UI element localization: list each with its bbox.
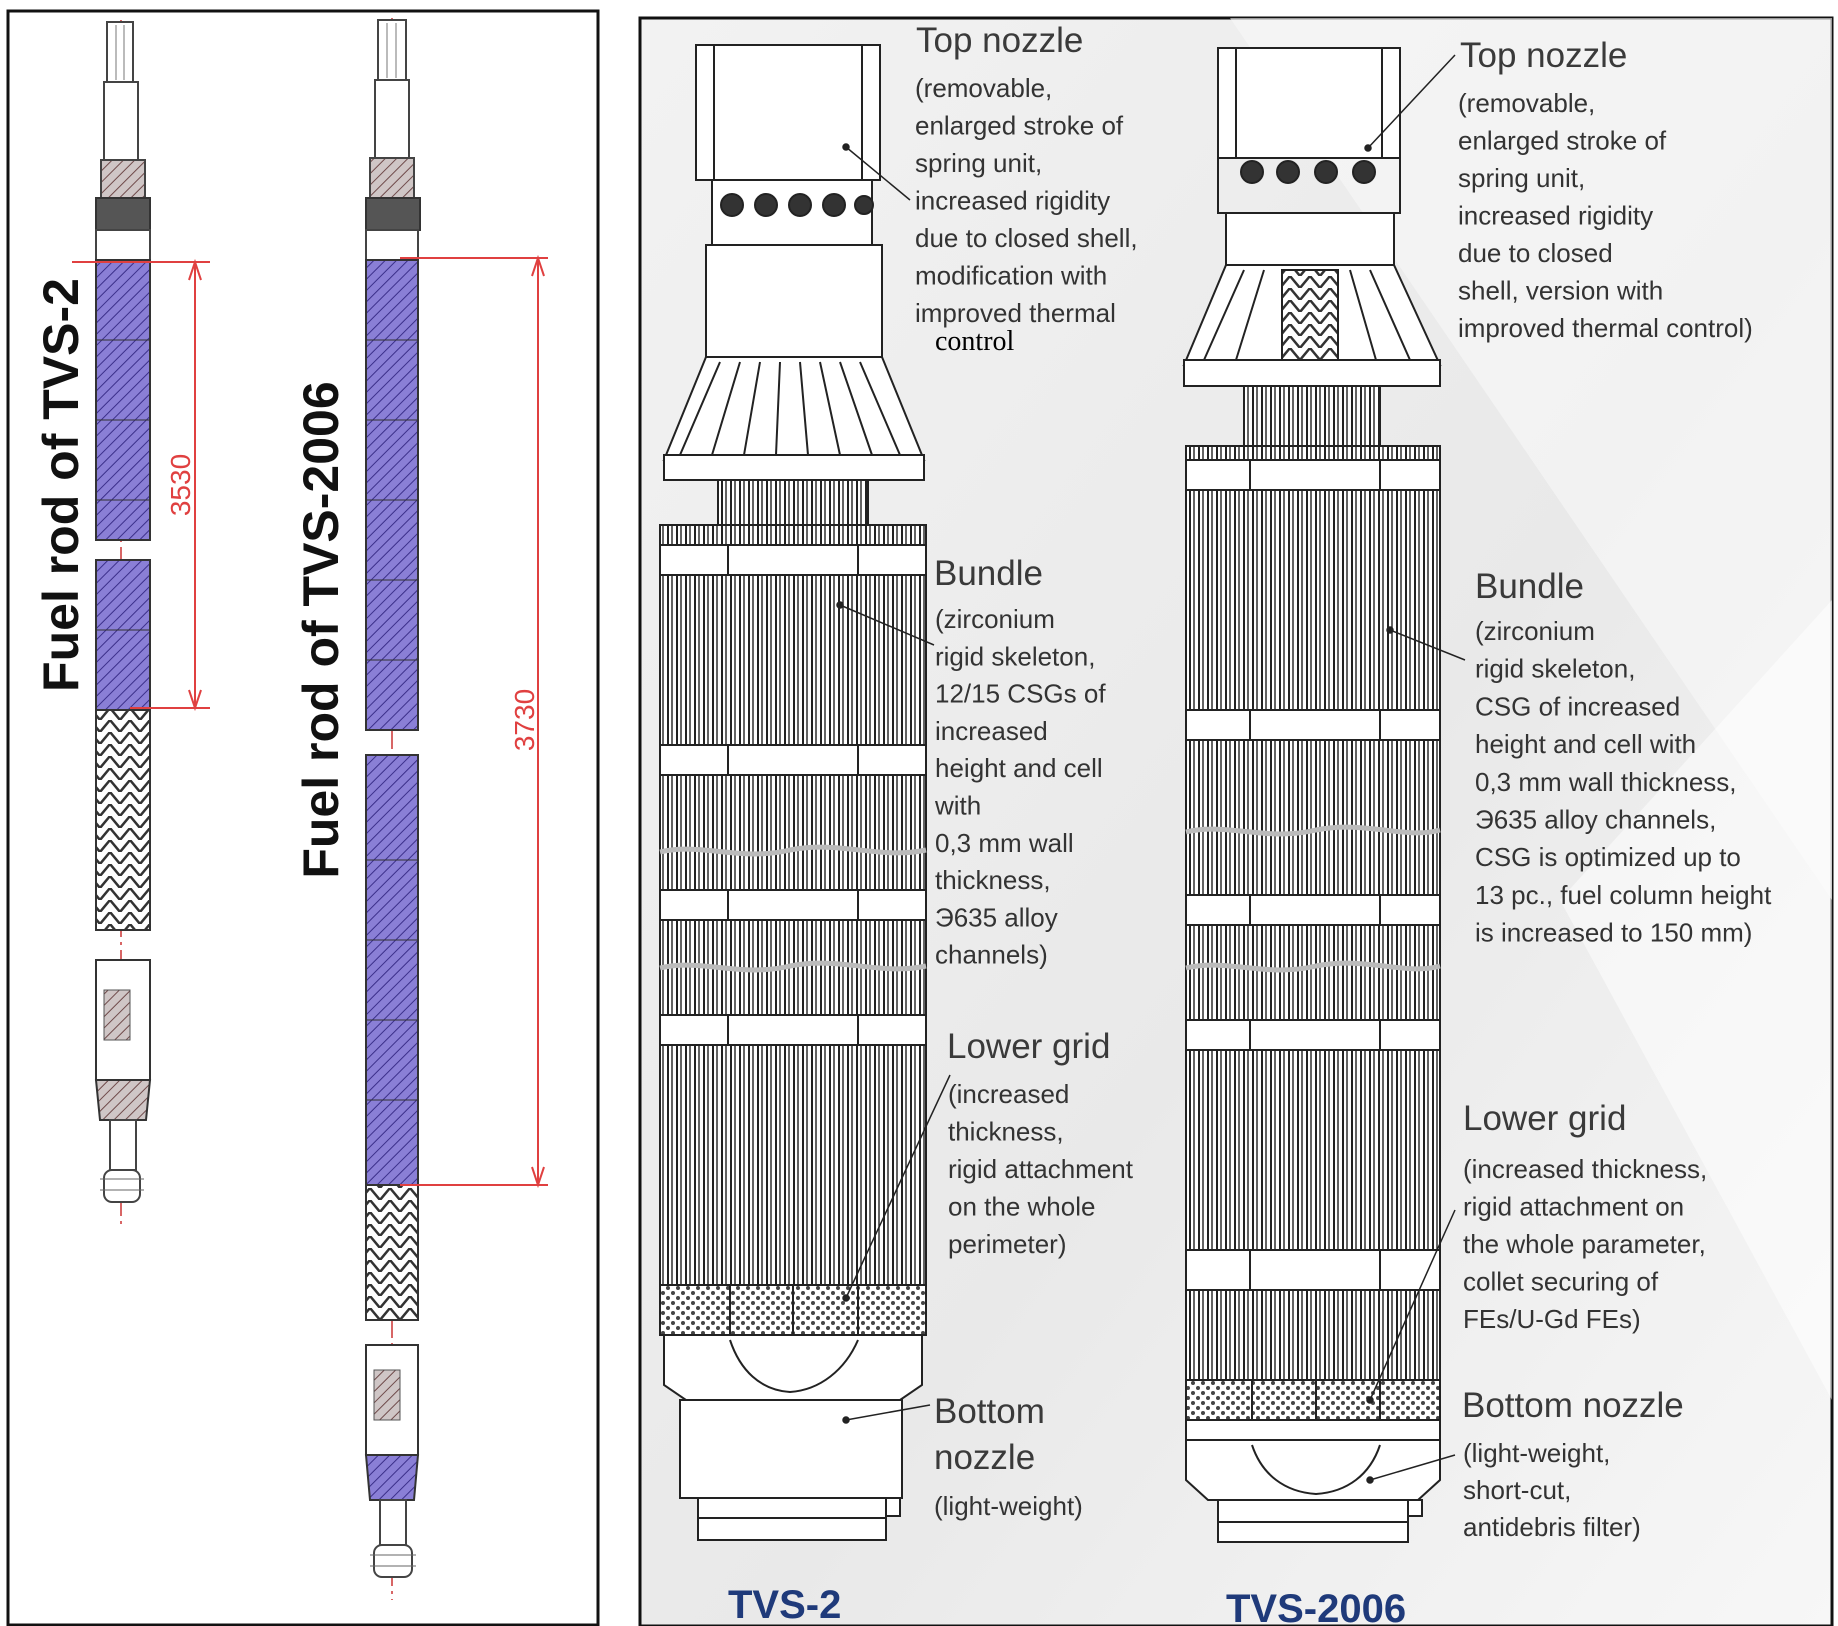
text-line: due to closed <box>1458 238 1613 268</box>
tvs2006-fuel-rod <box>364 18 421 1600</box>
tvs2006-bottom-nozzle-title: Bottom nozzle <box>1462 1386 1684 1425</box>
tvs2006-dimension-line <box>400 254 548 1189</box>
text-line: antidebris filter) <box>1463 1512 1641 1542</box>
text-line: 13 pc., fuel column height <box>1475 880 1772 910</box>
text-line: thickness, <box>948 1117 1064 1147</box>
text-line: with <box>934 791 981 821</box>
tvs2006-lower-grid-desc: (increased thickness, rigid attachment on… <box>1463 1154 1707 1334</box>
text-line: increased rigidity <box>1458 201 1653 231</box>
tvs2-bottom-nozzle-title: Bottom nozzle <box>934 1392 1045 1477</box>
text-line: perimeter) <box>948 1229 1066 1259</box>
text-line: short-cut, <box>1463 1475 1571 1505</box>
text-line: on the whole <box>948 1192 1095 1222</box>
text-line: CSG is optimized up to <box>1475 842 1741 872</box>
tvs2006-rod-title: Fuel rod of TVS-2006 <box>293 381 349 878</box>
text-line: due to closed shell, <box>915 223 1138 253</box>
text-line: 12/15 CSGs of <box>935 679 1106 709</box>
tvs2-assembly <box>659 44 927 1541</box>
text-line: spring unit, <box>1458 163 1585 193</box>
text-line: (removable, <box>915 73 1052 103</box>
tvs2-dimension-value: 3530 <box>165 454 196 516</box>
text-line: (zirconium <box>1475 616 1595 646</box>
tvs2-top-nozzle-desc: (removable, enlarged stroke of spring unit… <box>915 73 1138 328</box>
text-line: 0,3 mm wall <box>935 828 1074 858</box>
text-line: Э635 alloy <box>935 902 1058 932</box>
tvs2006-bundle-title: Bundle <box>1475 567 1584 606</box>
tvs2006-top-nozzle-title: Top nozzle <box>1460 36 1627 75</box>
tvs2-lower-grid-desc: (increased thickness, rigid attachment on t… <box>948 1079 1134 1259</box>
tvs2-rod-title: Fuel rod of TVS-2 <box>33 278 89 692</box>
text-line: Э635 alloy channels, <box>1475 805 1716 835</box>
tvs2-top-nozzle-title: Top nozzle <box>916 21 1083 60</box>
tvs2006-bottom-nozzle-desc: (light-weight, short-cut, antidebris filte… <box>1463 1438 1641 1542</box>
tvs2006-top-nozzle-desc: (removable, enlarged stroke of spring unit… <box>1458 88 1753 343</box>
text-line: rigid attachment on <box>1463 1192 1684 1222</box>
tvs2006-leader-lines <box>1364 54 1466 1484</box>
tvs2-leader-lines <box>836 143 951 1424</box>
text-line: increased <box>935 716 1048 746</box>
text-line: 0,3 mm wall thickness, <box>1475 767 1737 797</box>
text-line: the whole parameter, <box>1463 1229 1706 1259</box>
text-line: channels) <box>935 940 1048 970</box>
tvs2006-assembly <box>1182 47 1442 1543</box>
text-line: (zirconium <box>935 604 1055 634</box>
text-line: rigid attachment <box>948 1154 1134 1184</box>
text-line: spring unit, <box>915 148 1042 178</box>
text-line: height and cell <box>935 753 1103 783</box>
text-line: increased rigidity <box>915 186 1110 216</box>
tvs2006-lower-grid-title: Lower grid <box>1463 1099 1626 1138</box>
tvs2006-name: TVS-2006 <box>1226 1587 1406 1626</box>
tvs2-name: TVS-2 <box>728 1583 841 1626</box>
tvs2-bundle-title: Bundle <box>934 554 1043 593</box>
text-line: FEs/U-Gd FEs) <box>1463 1304 1641 1334</box>
text-line: (light-weight, <box>1463 1438 1610 1468</box>
text-line: collet securing of <box>1463 1267 1659 1297</box>
text-line: enlarged stroke of <box>1458 126 1667 156</box>
text-line: CSG of increased <box>1475 691 1680 721</box>
text-line: rigid skeleton, <box>1475 654 1635 684</box>
text-line: height and cell with <box>1475 729 1696 759</box>
tvs2-top-nozzle-extra: control <box>935 326 1015 357</box>
tvs2-fuel-rod <box>94 20 152 1225</box>
text-line: (light-weight) <box>934 1491 1083 1521</box>
text-line: is increased to 150 mm) <box>1475 918 1752 948</box>
text-line: (removable, <box>1458 88 1595 118</box>
text-line: shell, version with <box>1458 276 1663 306</box>
text-line: improved thermal <box>915 298 1116 328</box>
text-line: enlarged stroke of <box>915 111 1124 141</box>
tvs2006-bundle-desc: (zirconium rigid skeleton, CSG of increase… <box>1475 616 1772 948</box>
text-line: modification with <box>915 261 1107 291</box>
tvs2-lower-grid-title: Lower grid <box>947 1027 1110 1066</box>
text-line: thickness, <box>935 865 1051 895</box>
text-line: rigid skeleton, <box>935 641 1095 671</box>
text-line: (increased thickness, <box>1463 1154 1707 1184</box>
text-line: (increased <box>948 1079 1069 1109</box>
tvs2006-dimension-value: 3730 <box>509 689 540 751</box>
text-line: improved thermal control) <box>1458 313 1753 343</box>
tvs2-bundle-desc: (zirconium rigid skeleton, 12/15 CSGs of in… <box>934 604 1106 970</box>
text-line: nozzle <box>934 1438 1035 1477</box>
text-line: Bottom <box>934 1392 1045 1431</box>
tvs2-dimension-line <box>72 258 210 712</box>
tvs2-bottom-nozzle-desc: (light-weight) <box>934 1491 1083 1521</box>
